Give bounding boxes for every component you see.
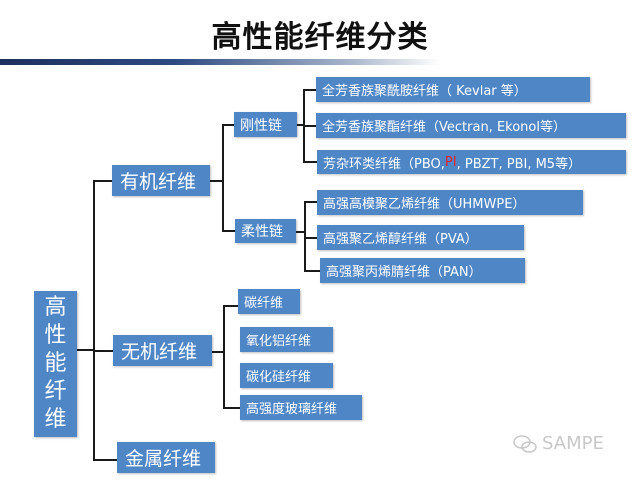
connector [222,124,224,232]
connector [210,180,223,182]
connector [222,124,234,126]
node-organic: 有机纤维 [112,165,210,196]
heterocyclic-suffix: , PBZT, PBI, M5等） [456,156,582,172]
wechat-icon [513,434,537,453]
node-uhmwpe: 高强高模聚乙烯纤维（UHMWPE） [317,190,583,215]
connector [212,351,224,353]
node-heterocyclic: 芳杂环类纤维（PBO, PI, PBZT, PBI, M5等） [317,150,626,174]
connector [93,350,113,352]
node-pva: 高强聚乙烯醇纤维（PVA） [317,225,524,250]
page-title: 高性能纤维分类 [211,20,429,55]
connector [223,407,240,409]
root-char: 高 [44,295,67,320]
watermark: SAMPE [512,433,604,454]
node-pan: 高强聚丙烯腈纤维（PAN） [320,258,525,283]
node-rigid-chain: 刚性链 [234,112,297,137]
connector [303,161,317,163]
connector [303,125,316,127]
heterocyclic-highlight: PI [444,154,457,170]
heterocyclic-prefix: 芳杂环类纤维（PBO, [323,156,445,172]
connector [296,231,305,233]
connector [304,201,306,271]
node-aromatic-polyester: 全芳香族聚酯纤维（Vectran, Ekonol等） [316,113,626,138]
title-underline [0,59,440,65]
root-char: 性 [44,323,67,348]
node-flexible-chain: 柔性链 [235,219,296,243]
root-char: 维 [44,407,67,432]
root-char: 纤 [44,379,67,404]
node-alumina-fiber: 氧化铝纤维 [240,327,333,352]
node-glass-fiber: 高强度玻璃纤维 [240,395,362,420]
connector [304,201,317,203]
connector [93,180,95,461]
connector [297,124,304,126]
connector [303,89,316,91]
watermark-text: SAMPE [542,433,604,454]
connector [223,305,225,409]
connector [93,459,117,461]
node-carbon-fiber: 碳纤维 [238,289,300,314]
connector [93,180,112,182]
connector [77,349,94,351]
root-node: 高 性 能 纤 维 [34,291,77,437]
connector [304,237,317,239]
root-char: 能 [44,351,67,376]
node-silicon-carbide-fiber: 碳化硅纤维 [240,363,333,388]
node-aramid: 全芳香族聚酰胺纤维（ Kevlar 等） [316,77,590,102]
node-inorganic: 无机纤维 [113,335,212,366]
node-metal: 金属纤维 [117,442,215,473]
connector [222,230,235,232]
connector [223,305,238,307]
connector [304,270,320,272]
